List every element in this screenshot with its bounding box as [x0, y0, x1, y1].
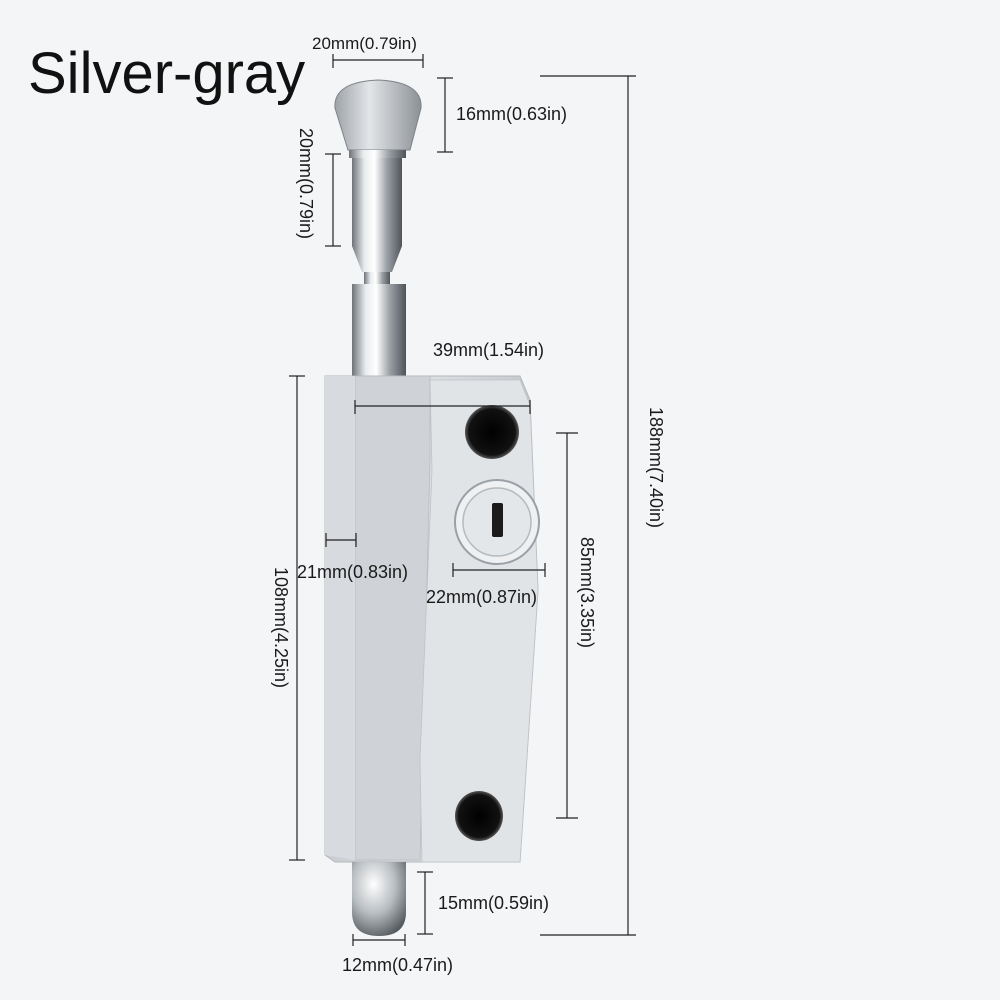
lower-pin: [352, 284, 406, 380]
key-slot: [492, 503, 503, 537]
upper-pin-label: 20mm(0.79in): [296, 128, 316, 240]
bottom-pin: [352, 862, 406, 936]
bottom-screw-hole: [455, 791, 503, 841]
total-height-label: 188mm(7.40in): [646, 407, 666, 529]
body-width-label: 39mm(1.54in): [433, 340, 545, 360]
head-height-label: 16mm(0.63in): [456, 104, 568, 124]
lock-width-label: 22mm(0.87in): [426, 587, 538, 607]
head-width-label: 20mm(0.79in): [312, 34, 417, 53]
pin-taper: [352, 246, 402, 272]
lock-span-label: 85mm(3.35in): [577, 537, 597, 649]
side-width-label: 21mm(0.83in): [297, 562, 409, 582]
color-title: Silver-gray: [28, 41, 306, 106]
bottom-pin-label: 15mm(0.59in): [438, 893, 550, 913]
upper-pin: [352, 158, 402, 246]
top-screw-hole: [465, 405, 519, 459]
pin-cap: [334, 79, 422, 151]
bottom-width-label: 12mm(0.47in): [342, 955, 454, 975]
dimension-lines: [289, 54, 636, 946]
pin-collar: [349, 150, 406, 158]
body-height-label: 108mm(4.25in): [271, 567, 291, 689]
